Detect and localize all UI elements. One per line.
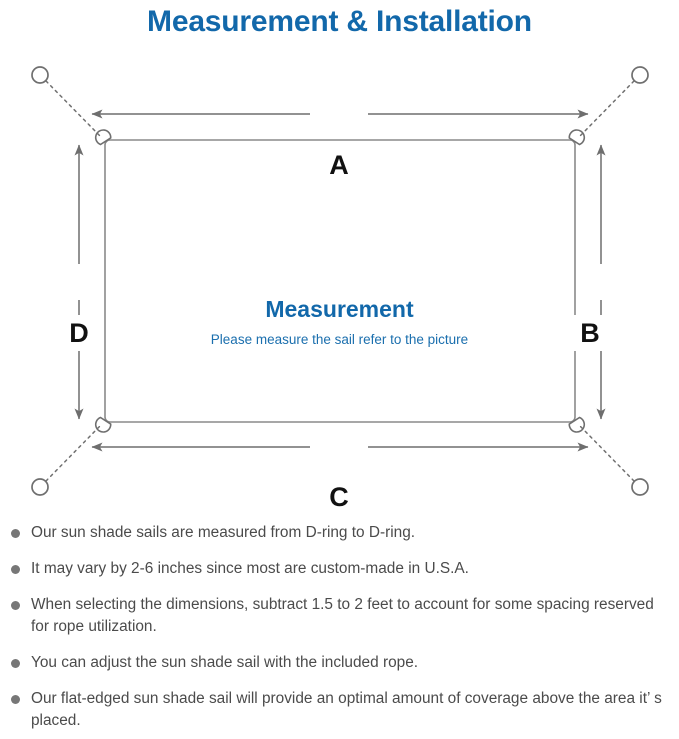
d-ring-bottom-left-icon	[94, 416, 112, 433]
bullet-icon	[11, 565, 20, 574]
dimension-label-b: B	[573, 315, 607, 351]
diagram-center-subheading: Please measure the sail refer to the pic…	[210, 332, 469, 347]
list-item: Our sun shade sails are measured from D-…	[0, 522, 679, 544]
d-ring-bottom-right-icon	[568, 416, 586, 433]
rope-line-bottom-right	[579, 425, 635, 482]
dimension-label-a: A	[310, 150, 368, 180]
anchor-point-top-left	[31, 66, 49, 84]
anchor-point-bottom-left	[31, 478, 49, 496]
rope-line-bottom-left	[45, 425, 101, 482]
diagram-svg	[31, 66, 649, 496]
bullet-icon	[11, 529, 20, 538]
dimension-label-d: D	[62, 315, 96, 351]
list-item-text: It may vary by 2-6 inches since most are…	[31, 560, 469, 577]
bullet-icon	[11, 601, 20, 610]
list-item-text: Our flat-edged sun shade sail will provi…	[31, 690, 662, 729]
diagram-center-heading: Measurement	[265, 296, 414, 322]
anchor-point-bottom-right	[631, 478, 649, 496]
list-item: Our flat-edged sun shade sail will provi…	[0, 688, 679, 732]
sail-measurement-diagram: A B C D Measurement Please measure the s…	[0, 52, 679, 512]
list-item-text: You can adjust the sun shade sail with t…	[31, 654, 419, 671]
rope-line-top-left	[45, 80, 101, 137]
list-item: When selecting the dimensions, subtract …	[0, 594, 679, 638]
list-item-text: Our sun shade sails are measured from D-…	[31, 524, 416, 541]
sail-rectangle	[104, 139, 576, 423]
notes-list: Our sun shade sails are measured from D-…	[0, 522, 679, 739]
rope-line-group	[45, 80, 635, 482]
sail-body	[104, 139, 576, 423]
d-ring-top-left-icon	[94, 129, 112, 146]
list-item: You can adjust the sun shade sail with t…	[0, 652, 679, 674]
list-item-text: When selecting the dimensions, subtract …	[31, 596, 654, 635]
list-item: It may vary by 2-6 inches since most are…	[0, 558, 679, 580]
d-ring-top-right-icon	[568, 129, 586, 146]
page-title: Measurement & Installation	[147, 5, 532, 38]
dimension-label-c: C	[310, 482, 368, 512]
rope-line-top-right	[579, 80, 635, 137]
anchor-point-top-right	[631, 66, 649, 84]
anchor-point-group	[31, 66, 649, 496]
d-ring-group	[94, 129, 586, 433]
bullet-icon	[11, 659, 20, 668]
bullet-icon	[11, 695, 20, 704]
